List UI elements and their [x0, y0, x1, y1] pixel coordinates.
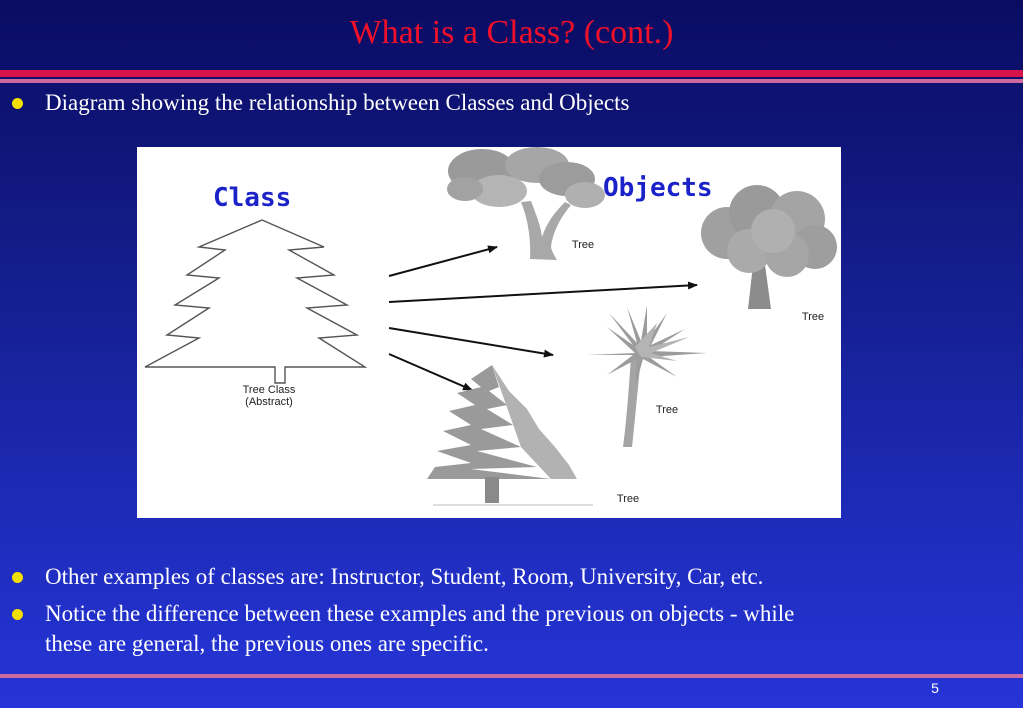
object-label: Tree [655, 404, 679, 416]
bullet-text: Diagram showing the relationship between… [45, 90, 630, 115]
tree-class-caption-line1: Tree Class [242, 384, 296, 396]
bullet-text: Other examples of classes are: Instructo… [45, 564, 764, 589]
arrow-to-object-3 [388, 327, 554, 358]
tree-class-caption: Tree Class (Abstract) [209, 384, 329, 408]
object-label: Tree [801, 311, 825, 323]
object-label: Tree [571, 239, 595, 251]
arrow-to-object-4 [388, 353, 473, 391]
bullet-item-difference: Notice the difference between these exam… [12, 599, 1012, 661]
class-heading: Class [213, 183, 292, 213]
tree-class-outline-icon [144, 219, 368, 384]
diagram-graphic [144, 147, 837, 506]
bullet-icon [12, 609, 23, 620]
footer-divider [0, 674, 1023, 678]
bullet-text: Notice the difference between these exam… [45, 599, 794, 659]
bullet-text-line: Notice the difference between these exam… [45, 601, 795, 626]
bullet-icon [12, 98, 23, 109]
arrow-to-object-2 [388, 281, 698, 303]
relationship-arrows [388, 245, 698, 391]
class-object-diagram: Class Objects Tree Class (Abstract) Tree… [137, 147, 841, 518]
oak-tree-object-icon [701, 185, 837, 309]
tree-class-caption-line2: (Abstract) [245, 396, 293, 408]
slide-title: What is a Class? (cont.) [349, 14, 674, 51]
bullet-item-examples: Other examples of classes are: Instructo… [12, 562, 1012, 592]
arrow-to-object-1 [388, 245, 498, 277]
page-number: 5 [931, 680, 939, 696]
pine-tree-object-icon [427, 365, 577, 503]
gum-tree-object-icon [447, 147, 605, 260]
title-divider-thick [0, 70, 1023, 77]
object-label: Tree [616, 493, 640, 505]
palm-tree-object-icon [587, 305, 707, 447]
title-divider-thin [0, 79, 1023, 83]
bullet-item-diagram: Diagram showing the relationship between… [12, 88, 912, 118]
objects-heading: Objects [603, 173, 713, 203]
bullet-text-line: these are general, the previous ones are… [45, 631, 489, 656]
bullet-icon [12, 572, 23, 583]
